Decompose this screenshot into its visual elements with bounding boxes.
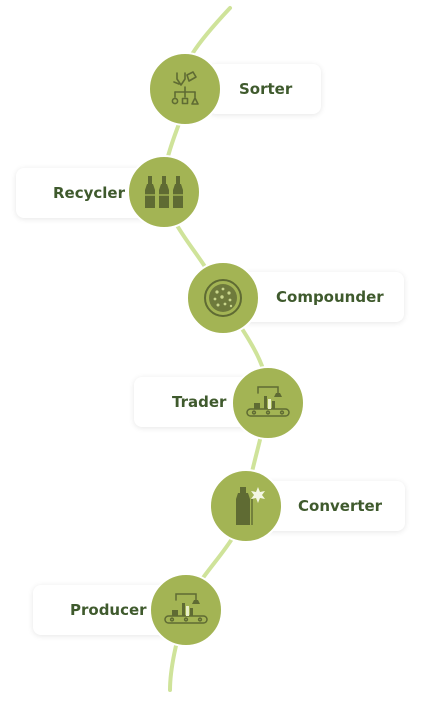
step-label: Trader [172,393,227,411]
step-label: Sorter [239,80,293,98]
step-node-converter[interactable] [209,469,283,543]
step-node-recycler[interactable] [127,155,201,229]
step-card-sorter[interactable]: Sorter [208,64,321,114]
step-label: Recycler [53,184,125,202]
pellets-dish-icon [204,279,242,317]
step-label: Producer [70,601,147,619]
conveyor-icon [246,386,290,417]
step-node-sorter[interactable] [148,52,222,126]
bottle-spark-icon [236,487,265,525]
step-node-producer[interactable] [149,573,223,647]
conveyor-icon [164,593,208,624]
step-label: Converter [298,497,383,515]
step-node-trader[interactable] [231,366,305,440]
sorting-icon [171,71,199,105]
step-node-compounder[interactable] [186,261,260,335]
step-label: Compounder [276,288,384,306]
step-card-compounder[interactable]: Compounder [240,272,404,322]
step-card-converter[interactable]: Converter [262,481,405,531]
bottles-icon [145,176,183,208]
